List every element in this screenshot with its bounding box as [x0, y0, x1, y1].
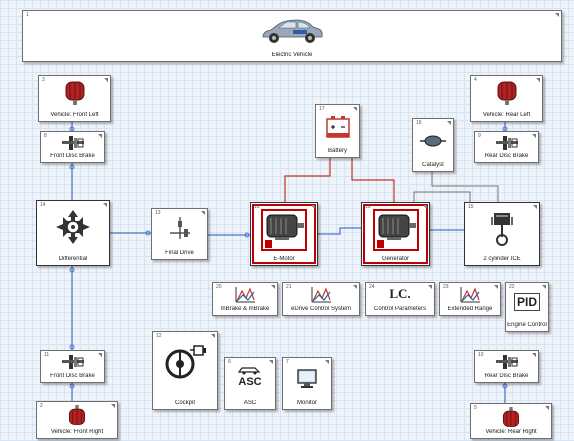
- disc-brake-icon: [494, 354, 520, 370]
- tire-icon: [64, 80, 86, 106]
- battery-block[interactable]: 17 Battery: [315, 104, 360, 158]
- drive-control-block[interactable]: 21 eDrive Control System: [282, 282, 360, 316]
- brake-front-left-block[interactable]: 8 Front Disc Brake: [40, 131, 105, 163]
- gear-shaft-icon: [168, 215, 192, 241]
- disc-brake-icon: [494, 135, 520, 151]
- characteristic-curve-icon: [234, 286, 256, 304]
- emotor-block[interactable]: 18 E-Motor: [250, 202, 318, 266]
- tire-icon: [67, 405, 87, 427]
- brake-rear-left-block[interactable]: 9 Rear Disc Brake: [474, 131, 539, 163]
- engine-control-block[interactable]: 22 PID Engine Control: [505, 282, 549, 332]
- wheel-rear-right-block[interactable]: 5 Vehicle: Rear Right: [470, 403, 552, 439]
- electric-motor-icon: [261, 209, 307, 251]
- monitor-block[interactable]: 7 Monitor: [282, 357, 332, 410]
- generator-block[interactable]: 19 Generator: [361, 202, 430, 266]
- wheel-front-right-block[interactable]: 2 Vehicle: Front Right: [36, 401, 118, 439]
- brake-rear-right-block[interactable]: 10 Rear Disc Brake: [474, 350, 539, 383]
- characteristic-curve-icon: [310, 286, 332, 304]
- battery-icon: [325, 115, 351, 141]
- asc-text-icon: ASC: [238, 376, 261, 388]
- wire-catalyst-ice: [432, 172, 498, 202]
- vehicle-block[interactable]: 1 Electric Vehicle: [22, 10, 562, 62]
- cockpit-block[interactable]: 12 Cockpit: [152, 331, 218, 410]
- disc-brake-icon: [60, 135, 86, 151]
- differential-icon: [53, 207, 93, 247]
- final-drive-block[interactable]: 13 Final Drive: [151, 208, 208, 260]
- wire-battery-generator: [352, 158, 394, 202]
- wheel-rear-left-block[interactable]: 4 Vehicle: Rear Left: [470, 75, 543, 122]
- disc-brake-icon: [60, 354, 86, 370]
- ice-block[interactable]: 15 2 cylinder ICE: [464, 202, 540, 266]
- tire-icon: [496, 80, 518, 106]
- lc-icon: LC.: [389, 286, 410, 302]
- wire-battery-emotor: [285, 158, 330, 202]
- characteristic-curve-icon: [459, 286, 481, 304]
- monitor-icon: [296, 368, 318, 390]
- electric-motor-icon: [373, 209, 419, 251]
- catalyst-icon: [419, 133, 447, 149]
- catalyst-block[interactable]: 16 Catalyst: [412, 118, 454, 172]
- car-icon: [259, 17, 325, 47]
- piston-icon: [490, 211, 514, 249]
- asc-car-icon: [237, 365, 263, 375]
- brake-front-right-block[interactable]: 11 Front Disc Brake: [40, 350, 105, 383]
- pid-icon: PID: [514, 293, 540, 311]
- differential-block[interactable]: 14 Differential: [36, 200, 110, 266]
- asc-block[interactable]: 6 ASC ASC: [224, 357, 276, 410]
- steering-cockpit-icon: [162, 342, 208, 382]
- control-params-block[interactable]: 24 LC. Control Parameters: [365, 282, 435, 316]
- wheel-front-left-block[interactable]: 3 Vehicle: Front Left: [38, 75, 111, 122]
- wire-emotor-generator: [318, 228, 361, 234]
- tire-icon: [501, 407, 521, 429]
- extended-range-block[interactable]: 23 Extended Range: [439, 282, 501, 316]
- mbrake-block[interactable]: 20 mBrake & mBrake: [212, 282, 278, 316]
